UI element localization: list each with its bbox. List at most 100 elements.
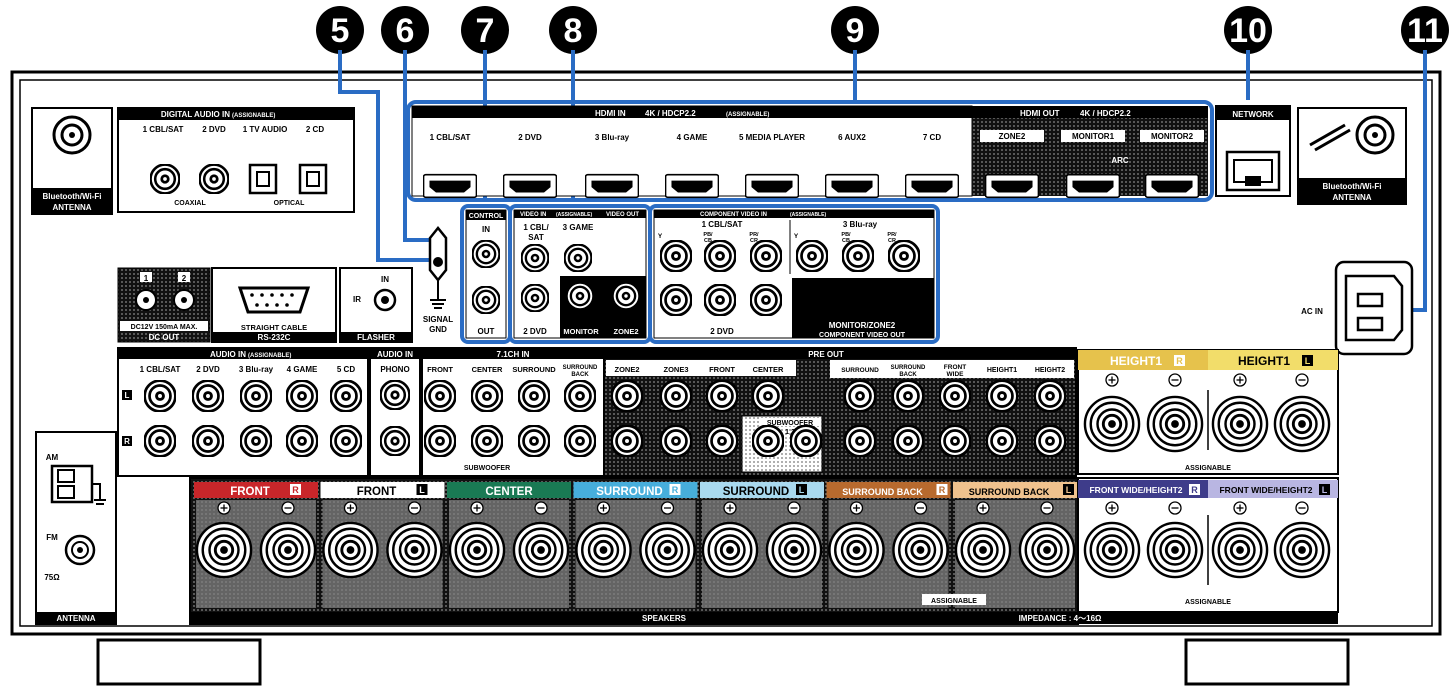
hdmi-in-port-4[interactable] [665,172,719,200]
speaker-7-plus-post[interactable] [954,521,1012,579]
hdmi-in-port-2[interactable] [503,172,557,200]
pre-out-jack-top-7[interactable] [939,380,971,412]
callout-circle-7 [461,6,509,54]
control-out-jack[interactable] [472,286,500,314]
speaker-6-minus-post[interactable] [891,521,950,579]
ch71-jack-bottom-4[interactable] [564,425,596,457]
speaker-3-plus-post[interactable] [448,521,506,579]
pre-out-jack-bottom-8[interactable] [1034,425,1066,457]
hdmi-in-port-1[interactable] [423,172,477,200]
audio-in-3-r-jack[interactable] [240,425,272,457]
height1-binding-post-3[interactable] [1211,395,1269,453]
control-in-label: IN [482,225,490,234]
hdmi-out-port-label-3: MONITOR2 [1151,132,1194,141]
height1-binding-post-4[interactable] [1273,395,1331,453]
speaker-4-minus-post[interactable] [638,521,697,579]
ch71-jack-bottom-3[interactable] [518,425,550,457]
component-in-1-jack-2[interactable] [704,240,736,272]
speaker-1-plus-post[interactable] [195,521,253,579]
fw-binding-post-3[interactable] [1211,521,1269,579]
speaker-7-minus-post[interactable] [1018,521,1076,579]
pre-out-subwoofer-jack-1[interactable] [752,425,784,457]
fw-binding-post-1[interactable] [1083,521,1141,579]
hdmi-out-port-3[interactable] [1145,172,1199,200]
pre-out-jack-top-6[interactable] [892,380,924,412]
coaxial-jack-1[interactable] [150,164,180,194]
rs232c-port[interactable] [237,286,311,314]
ch71-jack-top-4[interactable] [564,380,596,412]
audio-in-4-r-jack[interactable] [286,425,318,457]
audio-in-1-l-jack[interactable] [144,380,176,412]
ch71-jack-top-1[interactable] [424,380,456,412]
audio-in-2-r-jack[interactable] [192,425,224,457]
component-in-1-jack-1[interactable] [660,240,692,272]
optical-jack-1[interactable] [248,163,278,195]
optical-jack-2[interactable] [298,163,328,195]
speaker-5-plus-post[interactable] [701,521,759,579]
pre-out-jack-bottom-2[interactable] [660,425,692,457]
video-in-jack-1[interactable] [521,244,549,272]
component-in-3-jack-3[interactable] [888,240,920,272]
component-in-2-jack-1[interactable] [660,284,692,316]
audio-in-1-r-jack[interactable] [144,425,176,457]
pre-out-jack-bottom-4[interactable] [844,425,876,457]
speaker-1-minus-post[interactable] [259,521,317,579]
control-in-jack[interactable] [472,240,500,268]
height1-binding-post-1[interactable] [1083,395,1141,453]
ch71-ch-center: CENTER [472,365,503,374]
speaker-6-plus-post[interactable] [827,521,886,579]
pre-out-jack-top-5[interactable] [844,380,876,412]
pre-out-jack-bottom-6[interactable] [939,425,971,457]
phono-r-jack[interactable] [380,426,410,456]
component-in-3-jack-1[interactable] [796,240,828,272]
callout-number-11: 11 [1407,12,1443,50]
ch71-jack-top-3[interactable] [518,380,550,412]
speaker-5-minus-post[interactable] [765,521,823,579]
audio-in-4-l-jack[interactable] [286,380,318,412]
ch71-jack-top-2[interactable] [471,380,503,412]
speaker-2-plus-post[interactable] [321,521,380,579]
pre-out-jack-bottom-5[interactable] [892,425,924,457]
pre-out-jack-bottom-7[interactable] [986,425,1018,457]
pre-out-jack-top-3[interactable] [706,380,738,412]
component-in-3-jack-2[interactable] [842,240,874,272]
pre-out-jack-bottom-3[interactable] [706,425,738,457]
audio-in-3-l-jack[interactable] [240,380,272,412]
speaker-4-plus-post[interactable] [574,521,633,579]
pre-out-jack-top-4[interactable] [752,380,784,412]
audio-in-5-l-jack[interactable] [330,380,362,412]
pre-out-subwoofer-jack-2[interactable] [790,425,822,457]
speaker-2-minus-post[interactable] [385,521,444,579]
fw-binding-post-4[interactable] [1273,521,1331,579]
ch71-ch-sb1: SURROUND [563,365,598,371]
video-out-zone2-jack[interactable] [612,282,640,310]
ch71-jack-bottom-2[interactable] [471,425,503,457]
video-in-jack-3[interactable] [564,244,592,272]
hdmi-in-port-7[interactable] [905,172,959,200]
fw-binding-post-2[interactable] [1146,521,1204,579]
hdmi-in-port-6[interactable] [825,172,879,200]
pre-out-jack-top-1[interactable] [611,380,643,412]
component-in-1: 1 CBL/SAT [702,220,743,229]
hdmi-in-port-3[interactable] [585,172,639,200]
phono-l-jack[interactable] [380,380,410,410]
pre-out-jack-top-2[interactable] [660,380,692,412]
hdmi-in-port-5[interactable] [745,172,799,200]
hdmi-out-port-1[interactable] [985,172,1039,200]
height1-binding-post-2[interactable] [1146,395,1204,453]
video-in-jack-2[interactable] [521,284,549,312]
speaker-3-minus-post[interactable] [512,521,570,579]
ch71-jack-bottom-1[interactable] [424,425,456,457]
pre-out-jack-bottom-1[interactable] [611,425,643,457]
pre-out-jack-top-9[interactable] [1034,380,1066,412]
hdmi-out-port-2[interactable] [1066,172,1120,200]
component-in-1-jack-3[interactable] [750,240,782,272]
component-in-2-jack-2[interactable] [704,284,736,316]
signal-gnd-terminal[interactable] [428,225,448,283]
component-in-2-jack-3[interactable] [750,284,782,316]
video-out-monitor-jack[interactable] [566,282,594,310]
pre-out-jack-top-8[interactable] [986,380,1018,412]
coaxial-jack-2[interactable] [199,164,229,194]
audio-in-2-l-jack[interactable] [192,380,224,412]
audio-in-5-r-jack[interactable] [330,425,362,457]
